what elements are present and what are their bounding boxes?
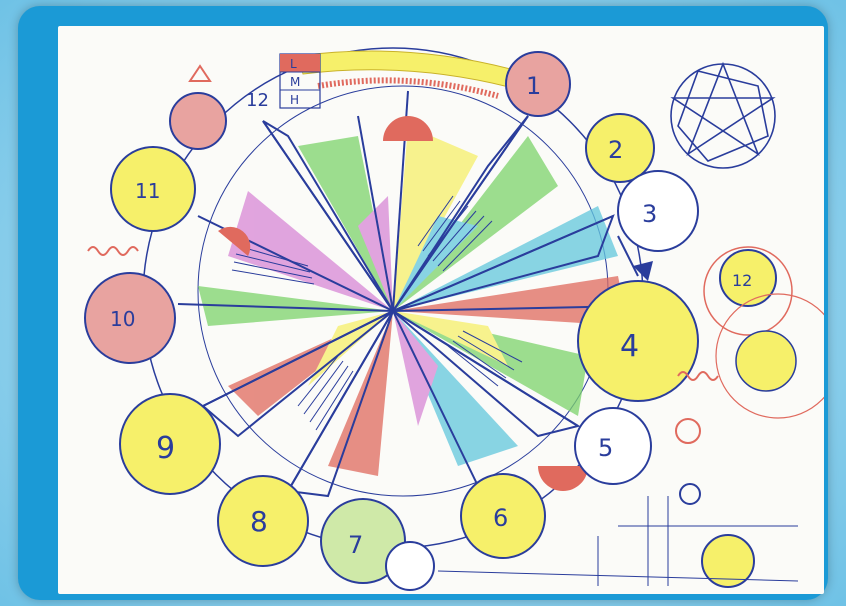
scale-box — [279, 53, 321, 109]
circle-right-yellow — [735, 330, 797, 392]
scale-label-m: M — [290, 75, 300, 89]
circle-pinwheel — [385, 541, 435, 591]
circle-11: 11 — [110, 146, 196, 232]
wedges — [198, 126, 628, 476]
circle-8-label: 8 — [250, 505, 268, 538]
squiggle-left — [87, 246, 139, 256]
circle-1-label: 1 — [526, 72, 541, 100]
red-semicircle-bottom — [538, 466, 588, 491]
radiating-lines — [177, 90, 639, 498]
circle-12: 12 — [703, 246, 793, 336]
circle-right-outline — [715, 293, 824, 419]
circle-6: 6 — [460, 473, 546, 559]
small-node-2 — [679, 483, 701, 505]
arrow-line — [617, 235, 639, 277]
circle-1: 1 — [505, 51, 571, 117]
circle-9-label: 9 — [156, 431, 175, 466]
circle-7: 7 — [320, 498, 406, 584]
circle-6-label: 6 — [493, 504, 508, 532]
circle-4: 4 — [577, 280, 699, 402]
grid-lines — [437, 496, 799, 586]
arrowhead-icon — [633, 261, 653, 281]
zigzag-band — [317, 77, 499, 99]
image-frame: L M H 12 — [18, 6, 828, 600]
small-node-1 — [675, 418, 701, 444]
squiggle-right — [677, 371, 719, 381]
circle-12-label: 12 — [732, 271, 752, 290]
circle-5: 5 — [574, 407, 652, 485]
scale-label-h: H — [290, 93, 299, 107]
circle-3: 3 — [617, 170, 699, 252]
red-semicircle-top — [383, 116, 433, 141]
scale-label-l: L — [290, 57, 297, 71]
circle-2: 2 — [585, 113, 655, 183]
triangle-mark-top-left — [188, 64, 212, 82]
circle-10-label: 10 — [110, 307, 135, 331]
circle-4-label: 4 — [620, 329, 639, 364]
circle-10: 10 — [84, 272, 176, 364]
circle-bottom-right — [701, 534, 755, 588]
hand-drawn-diagram: L M H 12 — [84, 47, 824, 591]
star-diagram — [670, 61, 776, 169]
circle-5-label: 5 — [598, 434, 613, 462]
circle-8: 8 — [217, 475, 309, 567]
circle-7-label: 7 — [348, 531, 363, 559]
circle-9: 9 — [119, 393, 221, 495]
circle-3-label: 3 — [642, 200, 657, 228]
small-circle-top-left — [169, 92, 227, 150]
circle-2-label: 2 — [608, 136, 623, 164]
sketch-paper: L M H 12 — [58, 26, 824, 594]
circle-11-label: 11 — [135, 179, 160, 203]
red-wedge-left — [218, 226, 251, 256]
label-twelve-outer: 12 — [246, 90, 269, 111]
